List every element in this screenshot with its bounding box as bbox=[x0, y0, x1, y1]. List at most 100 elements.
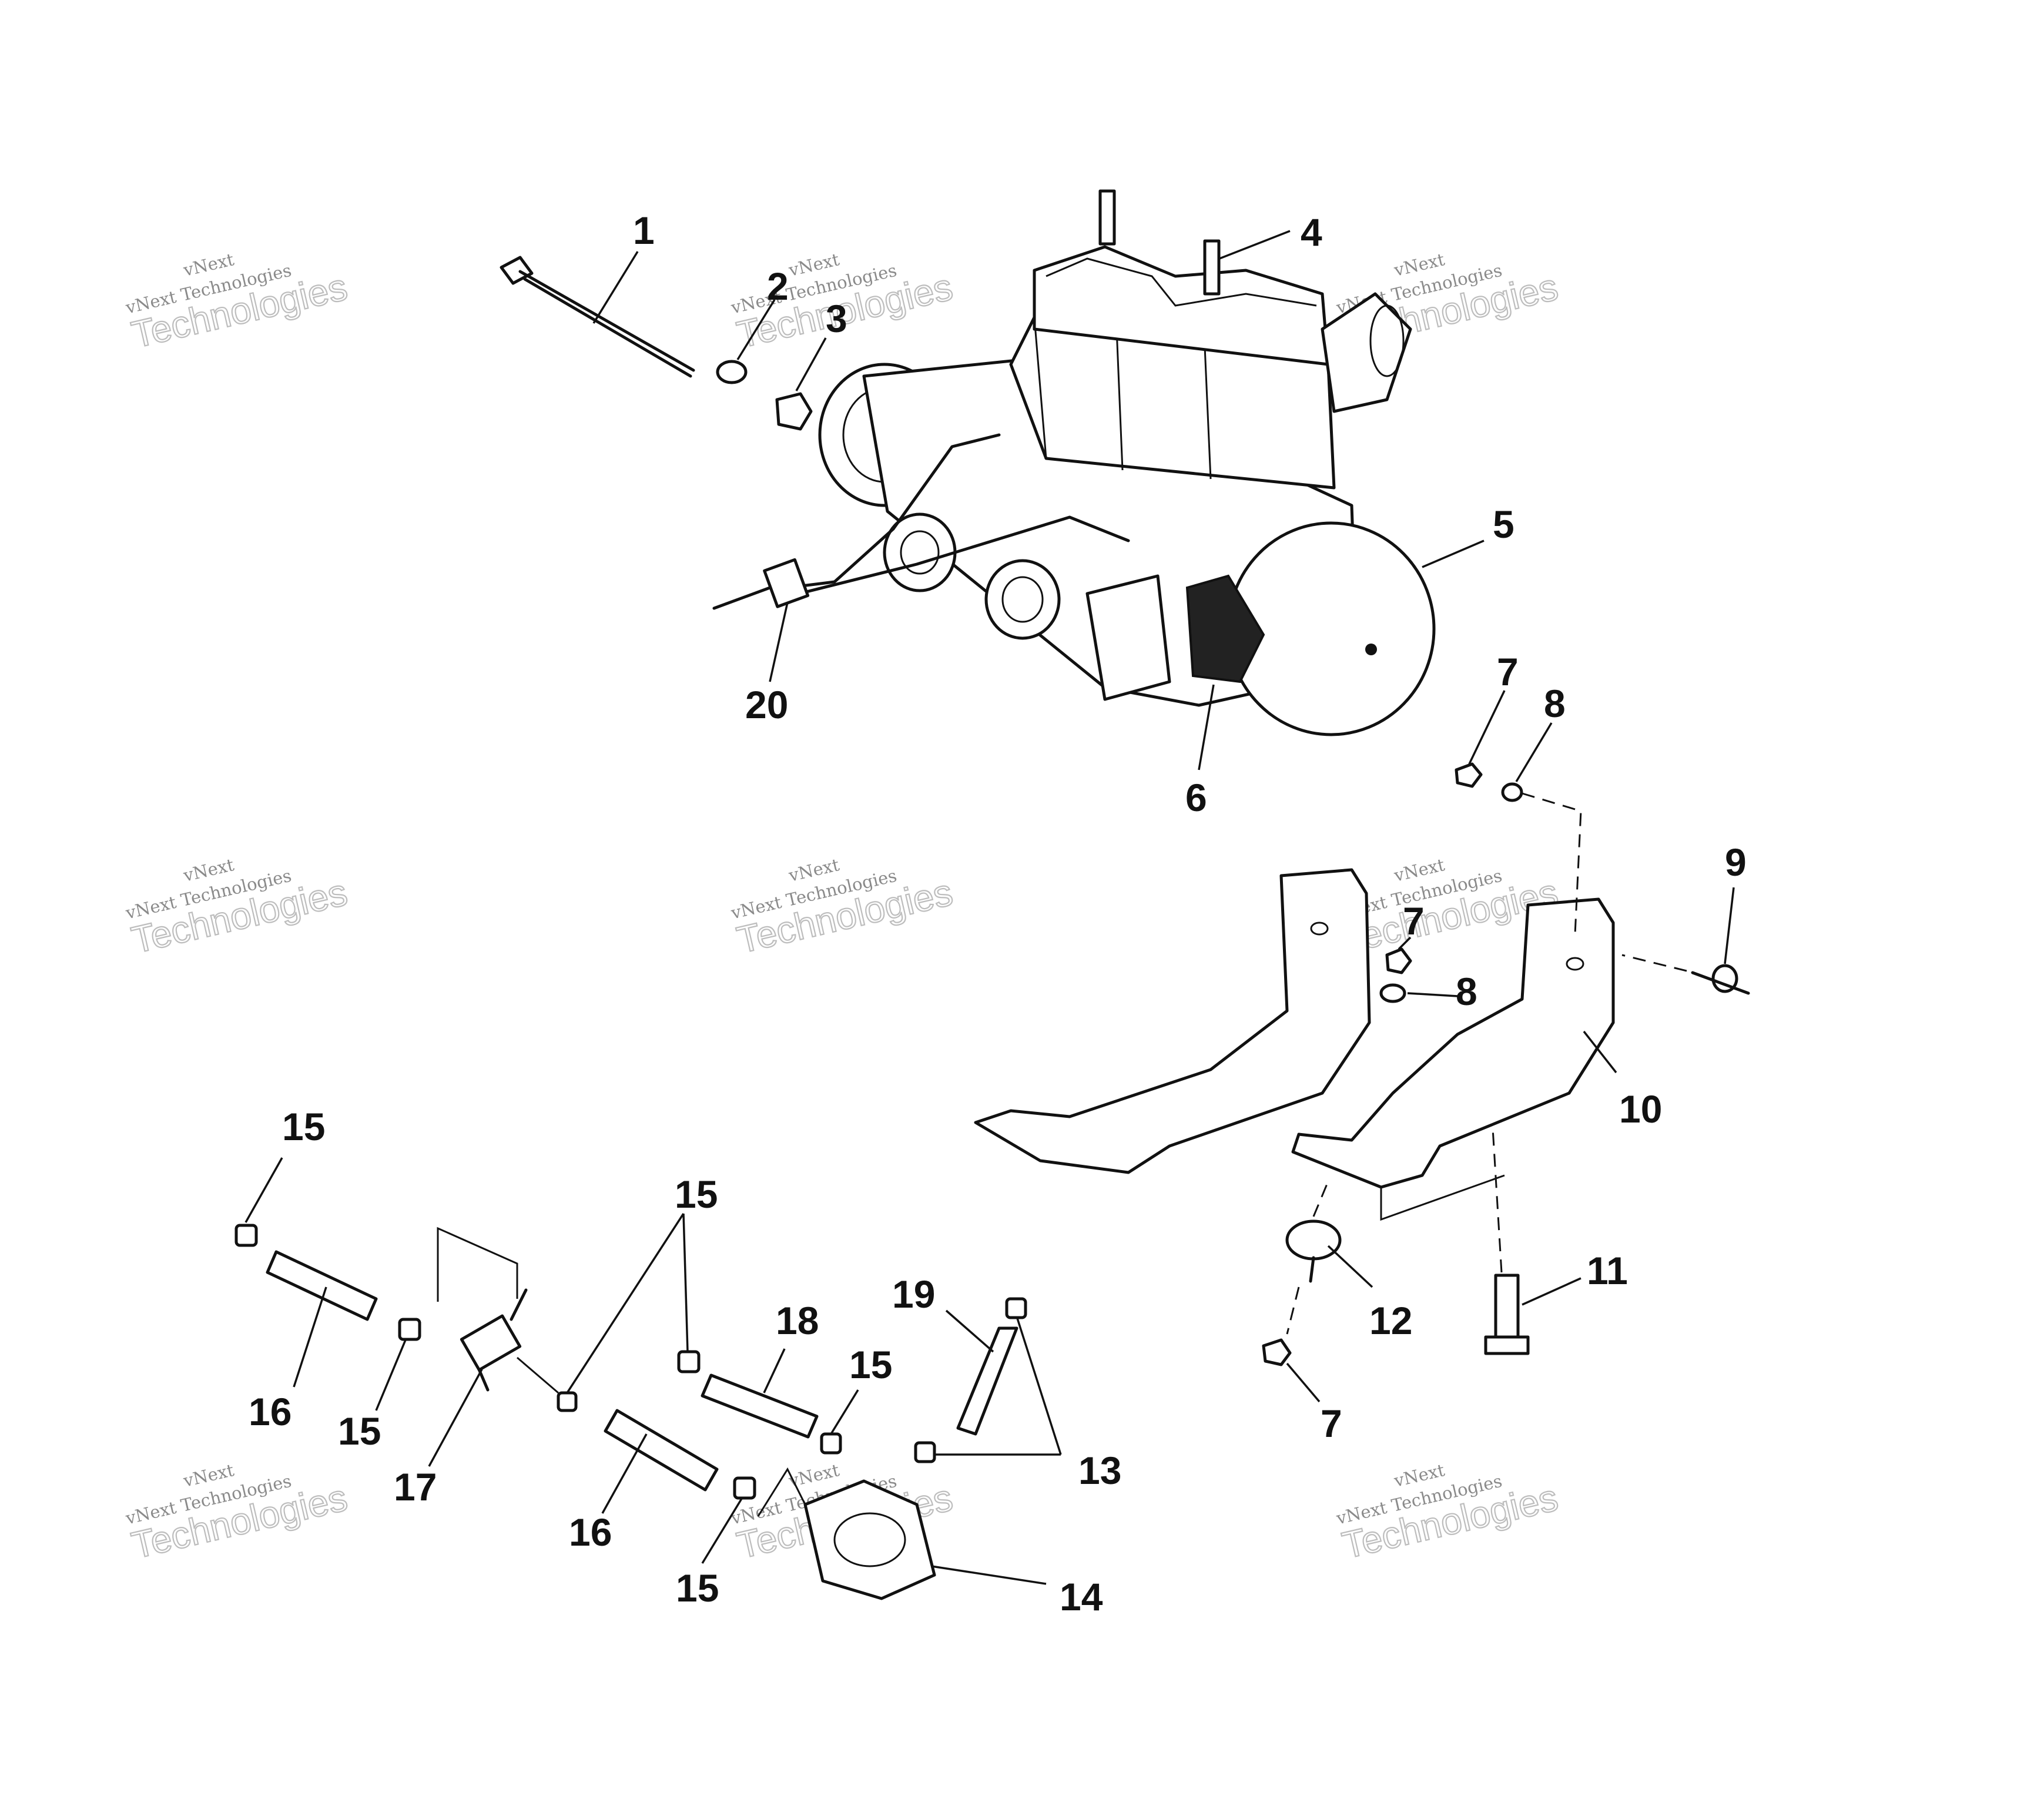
callout-8b: 8 bbox=[1456, 970, 1477, 1013]
bolt-shaft-edge bbox=[523, 277, 692, 378]
clamp-15c-2 bbox=[677, 1350, 701, 1373]
intake-port-inner bbox=[1001, 576, 1044, 623]
callout-15c: 15 bbox=[675, 1172, 718, 1216]
wire-connector bbox=[763, 558, 810, 608]
bracket-lower-edge bbox=[1380, 1174, 1505, 1221]
leader-19 bbox=[945, 1309, 994, 1353]
leader-12 bbox=[1327, 1245, 1373, 1288]
nut-7-middle bbox=[1385, 947, 1412, 974]
dash-line-12-up bbox=[1312, 1181, 1329, 1217]
hose-19 bbox=[956, 1326, 1018, 1436]
wire-harness bbox=[786, 433, 1001, 589]
fuel-pump-14 bbox=[757, 1467, 936, 1600]
engine-assembly bbox=[712, 189, 1436, 736]
leader-15b bbox=[375, 1339, 407, 1411]
callout-14: 14 bbox=[1060, 1575, 1103, 1619]
bracket-hole bbox=[1310, 922, 1329, 936]
intake-port-inner bbox=[900, 530, 940, 575]
callout-15b: 15 bbox=[338, 1409, 381, 1453]
leader-15d bbox=[830, 1389, 859, 1435]
engine-mount-bracket bbox=[1185, 574, 1265, 683]
leader-20 bbox=[769, 602, 789, 682]
callout-20: 20 bbox=[745, 683, 788, 726]
leader-10 bbox=[1583, 1030, 1617, 1074]
callout-19: 19 bbox=[892, 1272, 935, 1316]
leader-9 bbox=[1724, 887, 1735, 964]
callout-15d: 15 bbox=[849, 1343, 892, 1386]
callout-labels: 1 2 3 4 5 6 7 8 9 7 8 10 11 12 7 20 15 1… bbox=[249, 209, 1747, 1619]
leader-17 bbox=[428, 1369, 483, 1467]
nut-7-lower bbox=[1262, 1338, 1292, 1366]
callout-3: 3 bbox=[826, 297, 847, 340]
carburetor-body bbox=[1085, 574, 1171, 701]
fuel-pump-body bbox=[803, 1479, 936, 1600]
callout-7b: 7 bbox=[1403, 899, 1425, 943]
leader-lines bbox=[244, 230, 1735, 1585]
hose-16b bbox=[604, 1409, 719, 1492]
watermark: vNext vNext Technologies Technologies bbox=[123, 249, 352, 357]
leader-15e bbox=[701, 1498, 743, 1564]
callout-11: 11 bbox=[1587, 1249, 1628, 1292]
callout-13: 13 bbox=[1078, 1449, 1121, 1492]
leader-15c-2 bbox=[682, 1213, 689, 1352]
leader-8a bbox=[1515, 722, 1553, 782]
fuel-pump-diaphragm bbox=[833, 1512, 906, 1567]
part-nut-3 bbox=[775, 392, 813, 431]
clamp-15d bbox=[820, 1432, 842, 1455]
leader-18 bbox=[763, 1348, 786, 1393]
cylinder-head bbox=[1033, 245, 1330, 366]
mount-hardware bbox=[1262, 762, 1750, 1366]
part-washer-2 bbox=[716, 360, 748, 384]
watermark: vNext vNext Technologies Technologies bbox=[729, 855, 957, 962]
callout-15e: 15 bbox=[676, 1566, 719, 1610]
leader-7a bbox=[1468, 690, 1506, 765]
bolt-11-shaft bbox=[1494, 1274, 1520, 1342]
fitting-bracket-line bbox=[437, 1227, 518, 1302]
clamp-13-bottom bbox=[914, 1441, 936, 1463]
dash-line-11 bbox=[1492, 1128, 1503, 1273]
clamp-15a bbox=[234, 1224, 258, 1247]
callout-1: 1 bbox=[633, 209, 655, 252]
mount-brackets bbox=[974, 868, 1615, 1221]
clamp-15b bbox=[398, 1318, 421, 1341]
leader-15a bbox=[244, 1157, 283, 1223]
block-edge bbox=[1033, 317, 1047, 459]
leader-3 bbox=[795, 337, 827, 391]
clamp-13-top bbox=[1005, 1297, 1027, 1319]
callout-10: 10 bbox=[1619, 1087, 1662, 1131]
dash-line-9 bbox=[1621, 954, 1687, 972]
hose-16a bbox=[266, 1250, 378, 1321]
leader-1 bbox=[592, 251, 639, 324]
washer-8-upper bbox=[1501, 782, 1523, 802]
callout-15a: 15 bbox=[282, 1105, 325, 1148]
bolt-9 bbox=[1621, 954, 1750, 995]
bracket-hole bbox=[1566, 957, 1584, 971]
leader-13-1 bbox=[1016, 1316, 1062, 1455]
rubber-mount-stud bbox=[1309, 1256, 1315, 1283]
pump-bracket-line bbox=[757, 1467, 806, 1517]
block-fin bbox=[1115, 329, 1124, 471]
mount-bracket-left bbox=[974, 868, 1371, 1174]
intake-port bbox=[984, 559, 1061, 640]
dash-line-12-down bbox=[1286, 1286, 1300, 1335]
bolt-9-shaft bbox=[1691, 971, 1750, 995]
watermark: vNext vNext Technologies Technologies bbox=[123, 855, 352, 962]
wire-harness bbox=[798, 515, 1130, 595]
leader-15c-1 bbox=[566, 1213, 685, 1393]
recoil-cover-center bbox=[1365, 644, 1377, 655]
washer-8-middle bbox=[1379, 983, 1406, 1003]
fitting-body bbox=[460, 1314, 522, 1372]
fitting-link-line bbox=[517, 1356, 559, 1394]
spark-plug bbox=[1203, 239, 1221, 296]
bolt-shaft bbox=[518, 270, 695, 372]
leader-2 bbox=[736, 299, 776, 360]
exhaust-flange bbox=[1369, 304, 1405, 377]
leader-5 bbox=[1422, 540, 1485, 568]
clamp-15e bbox=[733, 1476, 756, 1500]
nut-7-upper bbox=[1455, 762, 1483, 788]
bolt-11-head bbox=[1484, 1335, 1530, 1355]
callout-8a: 8 bbox=[1544, 682, 1566, 725]
callout-18: 18 bbox=[776, 1299, 819, 1342]
leader-4 bbox=[1219, 230, 1291, 260]
